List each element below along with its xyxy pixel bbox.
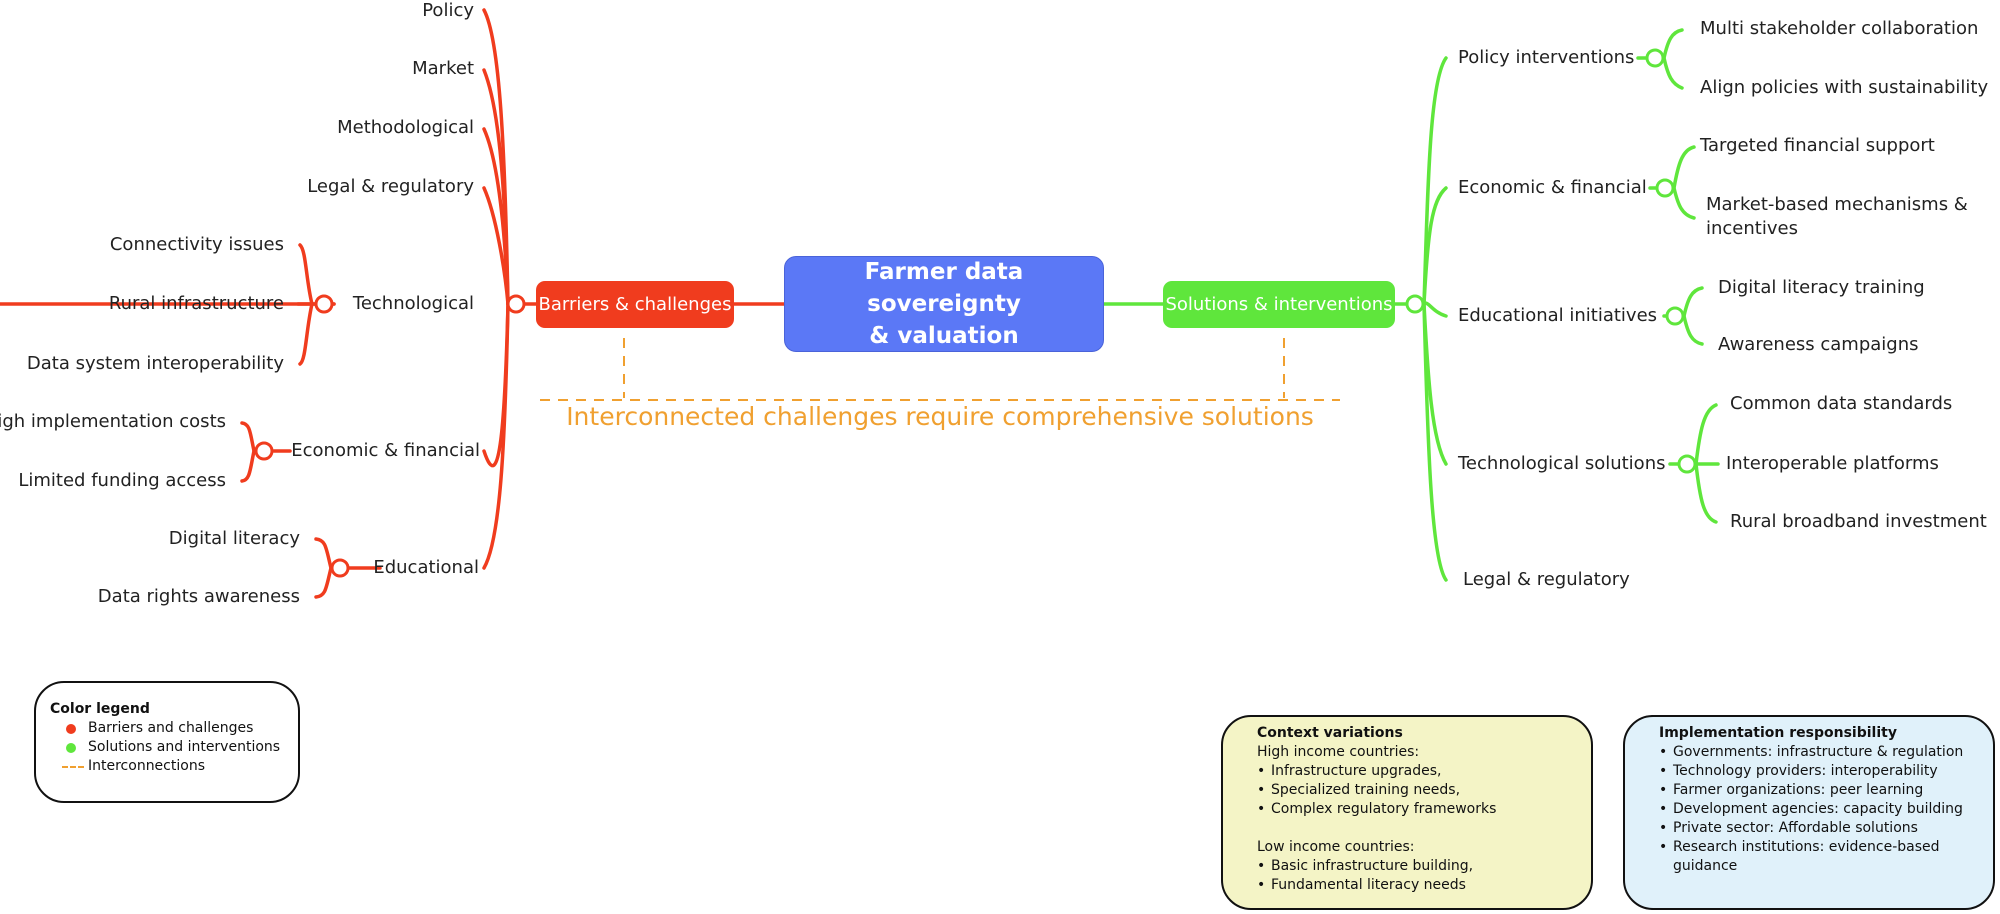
solution-educational: Educational initiatives: [1458, 305, 1658, 326]
legend-label: Barriers and challenges: [88, 720, 254, 736]
legend-label: Interconnections: [88, 758, 205, 774]
list-item-continuation: guidance: [1673, 858, 1738, 874]
solution-policy-item: Multi stakeholder collaboration: [1700, 18, 1979, 39]
barrier-market: Market: [412, 58, 474, 79]
solution-policy: Policy interventions: [1458, 47, 1635, 68]
green-dot-icon: [66, 743, 76, 753]
context-high-heading: High income countries:: [1257, 744, 1420, 760]
list-item: Complex regulatory frameworks: [1257, 800, 1577, 819]
list-item: Research institutions: evidence-based: [1659, 838, 1979, 857]
solution-econ-item: Targeted financial support: [1700, 135, 1935, 156]
barrier-tech-item: Connectivity issues: [109, 234, 284, 255]
solutions-pill-label: Solutions & interventions: [1165, 294, 1393, 315]
barriers-pill-label: Barriers & challenges: [538, 294, 732, 315]
responsibility-list: Governments: infrastructure & regulation…: [1659, 743, 1979, 876]
solution-legal: Legal & regulatory: [1463, 569, 1630, 590]
solution-tech-item: Common data standards: [1730, 393, 1953, 414]
solution-edu-item: Digital literacy training: [1718, 277, 1925, 298]
interconnection-text: Interconnected challenges require compre…: [566, 402, 1314, 431]
legend-item-barriers: Barriers and challenges: [50, 719, 286, 738]
barrier-nodes: [254, 294, 526, 578]
central-topic-line2: & valuation: [869, 323, 1019, 349]
list-item: Infrastructure upgrades,: [1257, 762, 1577, 781]
list-item: Basic infrastructure building,: [1257, 857, 1577, 876]
solution-tech-item: Interoperable platforms: [1726, 453, 1939, 474]
context-high-list: Infrastructure upgrades, Specialized tra…: [1257, 762, 1577, 819]
legend-title: Color legend: [50, 701, 150, 717]
barrier-edu-item: Data rights awareness: [97, 586, 300, 607]
context-low-list: Basic infrastructure building, Fundament…: [1257, 857, 1577, 895]
barrier-legal: Legal & regulatory: [307, 176, 474, 197]
barrier-econ-item: Limited funding access: [18, 470, 226, 491]
solution-econ-item: Market-based mechanisms &: [1706, 194, 1968, 215]
solution-technological: Technological solutions: [1458, 453, 1666, 474]
central-topic: Farmer data sovereignty & valuation: [784, 256, 1104, 352]
barrier-methodological: Methodological: [337, 117, 474, 138]
list-item: Governments: infrastructure & regulation: [1659, 743, 1979, 762]
barrier-technological: Technological: [352, 293, 474, 314]
responsibility-title: Implementation responsibility: [1659, 725, 1897, 741]
solution-econ-item: incentives: [1706, 218, 1798, 239]
legend-label: Solutions and interventions: [88, 739, 281, 755]
barriers-pill: Barriers & challenges: [536, 281, 734, 328]
color-legend: Color legend Barriers and challenges Sol…: [34, 681, 300, 803]
legend-item-interconnections: Interconnections: [50, 757, 286, 776]
solution-branches: [1393, 28, 1720, 582]
barrier-tech-item: Data system interoperability: [26, 353, 284, 374]
solution-tech-item: Rural broadband investment: [1730, 511, 1987, 532]
list-item: Development agencies: capacity building: [1659, 800, 1979, 819]
list-item: Fundamental literacy needs: [1257, 876, 1577, 895]
solution-edu-item: Awareness campaigns: [1718, 334, 1919, 355]
barrier-policy: Policy: [422, 0, 474, 21]
solution-economic: Economic & financial: [1458, 177, 1647, 198]
barrier-economic: Economic & financial: [291, 440, 480, 461]
barrier-educational: Educational: [373, 557, 479, 578]
barrier-tech-item: Rural infrastructure: [108, 293, 284, 314]
solution-policy-item: Align policies with sustainability: [1700, 77, 1989, 98]
barrier-econ-item: High implementation costs: [0, 411, 226, 432]
context-variations-box: Context variations High income countries…: [1221, 715, 1593, 910]
red-dot-icon: [66, 724, 76, 734]
barrier-edu-item: Digital literacy: [168, 528, 300, 549]
legend-item-solutions: Solutions and interventions: [50, 738, 286, 757]
context-title: Context variations: [1257, 725, 1403, 741]
list-item: Farmer organizations: peer learning: [1659, 781, 1979, 800]
implementation-responsibility-box: Implementation responsibility Government…: [1623, 715, 1995, 910]
solution-nodes: [1405, 48, 1697, 474]
list-item: Specialized training needs,: [1257, 781, 1577, 800]
context-low-heading: Low income countries:: [1257, 839, 1415, 855]
solutions-pill: Solutions & interventions: [1163, 281, 1395, 328]
interconnection-dashes: [540, 338, 1340, 401]
central-topic-line1: Farmer data sovereignty: [864, 259, 1024, 317]
dashed-line-icon: [62, 766, 84, 768]
list-item: Private sector: Affordable solutions: [1659, 819, 1979, 838]
list-item: Technology providers: interoperability: [1659, 762, 1979, 781]
